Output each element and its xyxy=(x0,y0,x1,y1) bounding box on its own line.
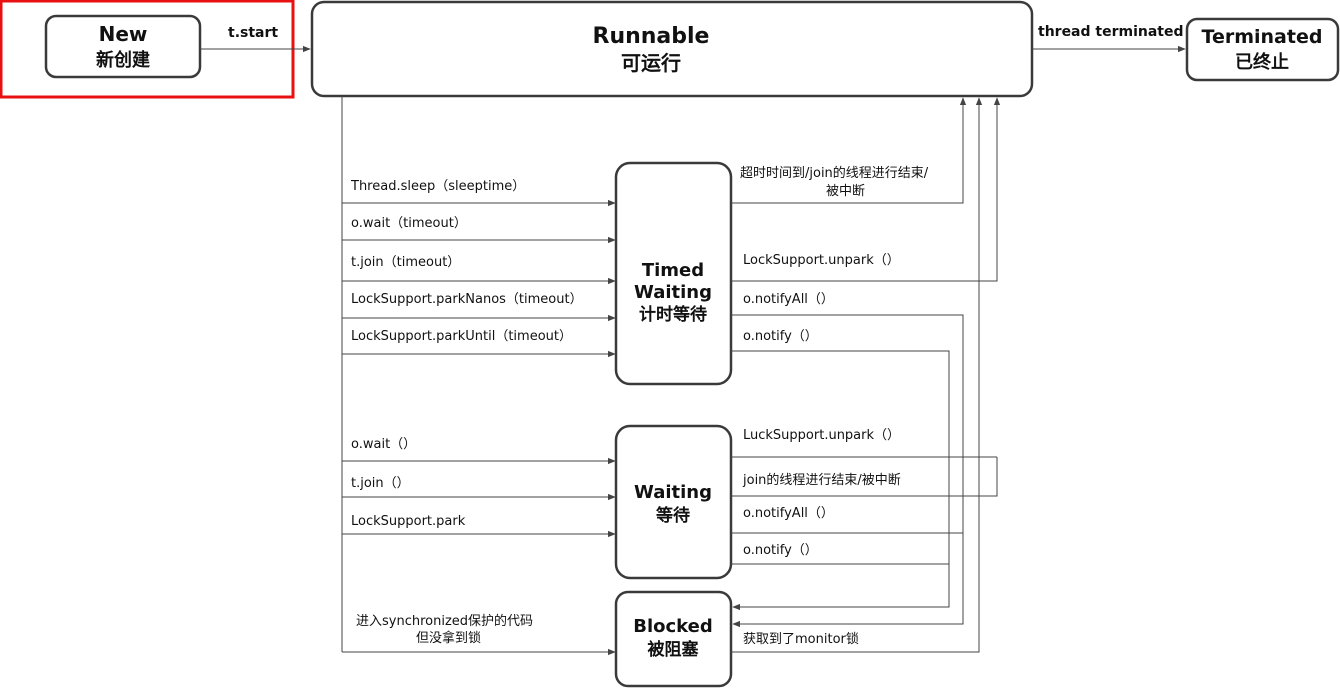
node-timed-subtitle: 计时等待 xyxy=(639,304,707,325)
node-timed-title-line1: Timed xyxy=(642,260,704,281)
edge-timed-timeout-return xyxy=(731,97,967,204)
edge-label-waiting-notify: o.notify（） xyxy=(743,543,818,558)
node-timed-waiting: Timed Waiting 计时等待 xyxy=(614,161,733,386)
node-runnable: Runnable 可运行 xyxy=(310,0,1034,98)
edge-label-to-timed-4: LockSupport.parkNanos（timeout） xyxy=(351,292,583,307)
edge-label-to-timed-5: LockSupport.parkUntil（timeout） xyxy=(351,329,572,344)
node-new: New 新创建 xyxy=(44,14,202,79)
edge-label-to-waiting-3: LockSupport.park xyxy=(351,514,466,529)
edge-label-to-waiting-1: o.wait（） xyxy=(351,437,416,452)
edge-label-to-blocked-line1: 进入synchronized保护的代码 xyxy=(356,613,533,629)
edge-label-blocked-return: 获取到了monitor锁 xyxy=(743,631,859,647)
edge-label-timed-notifyall: o.notifyAll（） xyxy=(743,292,834,307)
edge-label-to-blocked-line2: 但没拿到锁 xyxy=(416,630,481,646)
edge-label-t-start: t.start xyxy=(228,25,278,41)
edge-timed-notify-to-blocked xyxy=(731,350,950,611)
edge-label-timed-notify: o.notify（） xyxy=(743,329,818,344)
node-new-title: New xyxy=(99,22,148,46)
edge-timed-notifyall-to-blocked xyxy=(731,314,964,628)
node-terminated: Terminated 已终止 xyxy=(1185,17,1340,82)
node-terminated-title: Terminated xyxy=(1202,26,1323,48)
node-timed-title-line2: Waiting xyxy=(634,282,712,303)
edge-label-to-timed-3: t.join（timeout） xyxy=(351,255,460,270)
edge-label-to-timed-1: Thread.sleep（sleeptime） xyxy=(350,179,525,194)
edge-label-waiting-unpark: LuckSupport.unpark（） xyxy=(743,428,900,443)
node-runnable-subtitle: 可运行 xyxy=(621,51,681,75)
node-terminated-subtitle: 已终止 xyxy=(1235,51,1289,73)
edge-label-timed-timeout-line2: 被中断 xyxy=(826,184,865,199)
node-blocked-subtitle: 被阻塞 xyxy=(648,639,700,660)
node-waiting-subtitle: 等待 xyxy=(656,505,690,526)
node-runnable-title: Runnable xyxy=(593,24,710,49)
node-blocked-title: Blocked xyxy=(633,616,713,637)
edge-label-timed-timeout-line1: 超时时间到/join的线程进行结束/ xyxy=(740,165,929,181)
node-blocked: Blocked 被阻塞 xyxy=(614,590,733,688)
edge-blocked-return xyxy=(731,97,983,653)
edge-label-to-waiting-2: t.join（） xyxy=(351,476,410,491)
edge-label-timed-unpark: LockSupport.unpark（） xyxy=(743,253,900,268)
node-new-subtitle: 新创建 xyxy=(96,49,150,71)
edge-label-waiting-join: join的线程进行结束/被中断 xyxy=(742,472,901,488)
edge-waiting-join-return xyxy=(731,457,998,497)
edge-timed-unpark-return xyxy=(731,97,1001,282)
node-waiting-title: Waiting xyxy=(634,482,712,503)
node-waiting: Waiting 等待 xyxy=(614,424,733,580)
edge-label-thread-terminated: thread terminated xyxy=(1038,24,1184,40)
edge-label-waiting-notifyall: o.notifyAll（） xyxy=(743,506,834,521)
edge-label-to-timed-2: o.wait（timeout） xyxy=(351,216,467,231)
